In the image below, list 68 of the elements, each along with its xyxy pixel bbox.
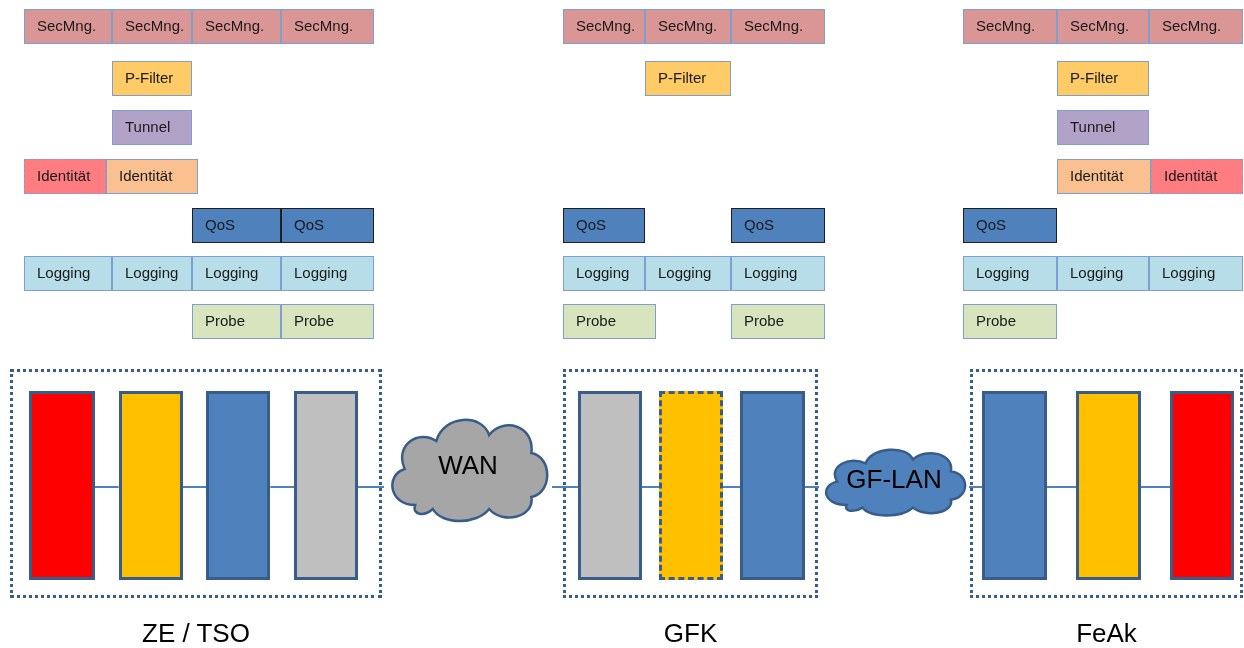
function-tag: Logging (1149, 256, 1243, 291)
function-tag: SecMng. (281, 9, 374, 44)
function-tag: SecMng. (192, 9, 281, 44)
function-tag: Probe (192, 304, 281, 339)
function-tag: Probe (963, 304, 1057, 339)
group-caption: FeAk (1076, 620, 1137, 646)
function-tag: SecMng. (24, 9, 112, 44)
function-tag: SecMng. (1149, 9, 1243, 44)
function-tag: Identität (24, 159, 106, 194)
function-tag: Logging (112, 256, 192, 291)
connector-line (1140, 486, 1171, 488)
connector-line (94, 486, 120, 488)
connector-line (356, 486, 385, 488)
connector-line (641, 486, 660, 488)
function-tag: Logging (963, 256, 1057, 291)
function-tag: Logging (192, 256, 281, 291)
group-caption: ZE / TSO (142, 620, 250, 646)
function-tag: QoS (963, 208, 1057, 243)
function-tag: Logging (24, 256, 112, 291)
connector-line (1046, 486, 1077, 488)
group-frame (563, 369, 818, 598)
function-tag: P-Filter (1057, 61, 1149, 96)
connector-line (269, 486, 295, 488)
connector-line (804, 486, 820, 488)
function-tag: Identität (1057, 159, 1151, 194)
function-tag: SecMng. (645, 9, 731, 44)
device-block (982, 391, 1047, 580)
function-tag: SecMng. (112, 9, 192, 44)
function-tag: Tunnel (112, 110, 192, 145)
device-block (206, 391, 271, 580)
function-tag: SecMng. (563, 9, 645, 44)
function-tag: Logging (731, 256, 825, 291)
function-tag: P-Filter (645, 61, 731, 96)
function-tag: Tunnel (1057, 110, 1149, 145)
function-tag: SecMng. (963, 9, 1057, 44)
function-tag: QoS (731, 208, 825, 243)
function-tag: Identität (1151, 159, 1243, 194)
cloud-label: WAN (438, 452, 498, 478)
device-block (1076, 391, 1141, 580)
function-tag: Identität (106, 159, 198, 194)
connector-line (181, 486, 208, 488)
connector-line (722, 486, 741, 488)
function-tag: Logging (563, 256, 645, 291)
group-caption: GFK (663, 620, 718, 646)
function-tag: Logging (281, 256, 374, 291)
device-block (659, 391, 723, 580)
cloud-label: GF-LAN (846, 466, 942, 492)
group-frame (970, 369, 1243, 598)
function-tag: Probe (731, 304, 825, 339)
function-tag: P-Filter (112, 61, 192, 96)
device-block (1170, 391, 1234, 580)
connector-line (968, 486, 983, 488)
function-tag: Logging (1057, 256, 1149, 291)
function-tag: Probe (281, 304, 374, 339)
function-tag: QoS (281, 208, 374, 243)
function-tag: QoS (563, 208, 645, 243)
function-tag: SecMng. (731, 9, 825, 44)
connector-line (551, 486, 579, 488)
device-block (578, 391, 642, 580)
function-tag: SecMng. (1057, 9, 1149, 44)
function-tag: Logging (645, 256, 731, 291)
device-block (293, 391, 358, 580)
function-tag: QoS (192, 208, 281, 243)
device-block (740, 391, 805, 580)
device-block (118, 391, 183, 580)
function-tag: Probe (563, 304, 656, 339)
group-frame (10, 369, 382, 598)
device-block (29, 391, 95, 580)
